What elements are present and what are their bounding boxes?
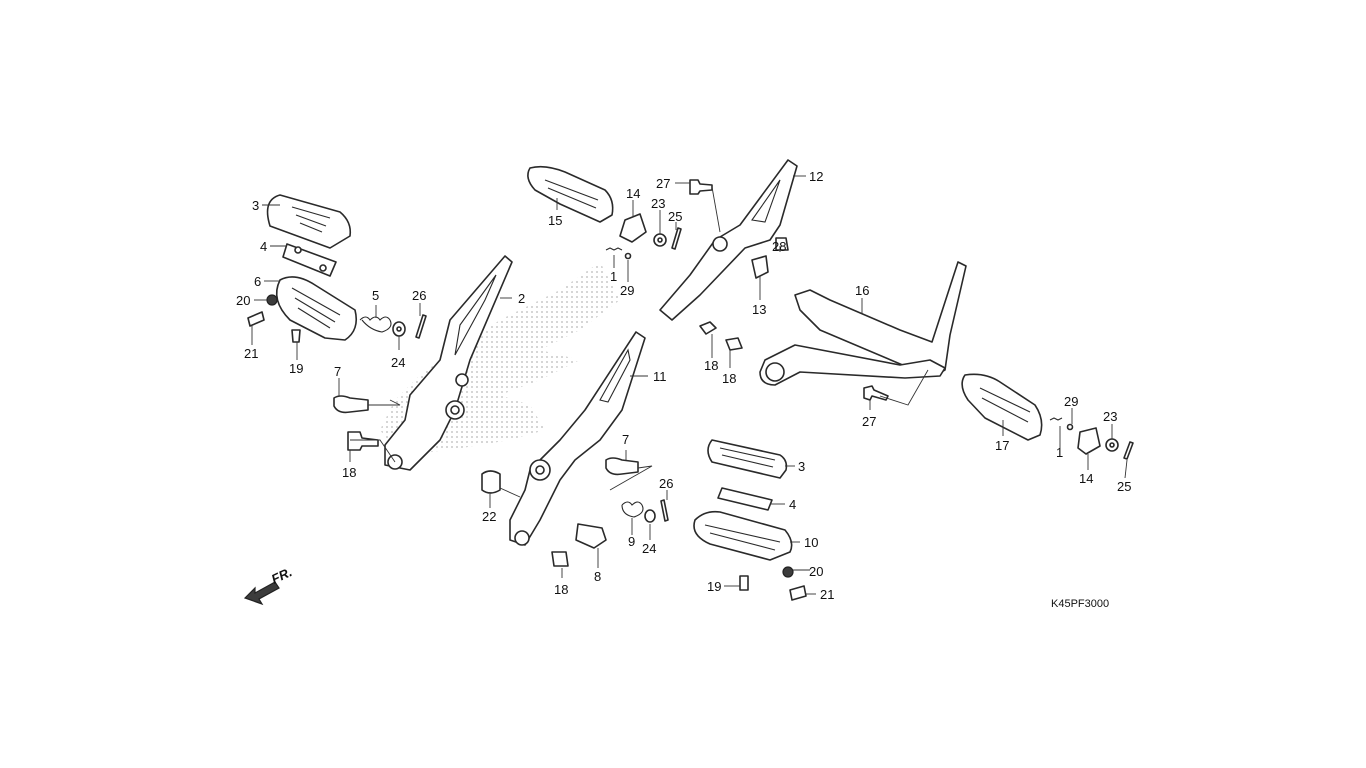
bolts-left: [333, 395, 379, 451]
callout-18: 18: [722, 371, 736, 386]
callout-23: 23: [1103, 409, 1117, 424]
callout-12: 12: [809, 169, 823, 184]
footpeg-arm-right: [759, 261, 967, 386]
callout-16: 16: [855, 283, 869, 298]
footpeg-passenger-right: [961, 373, 1043, 441]
step-holder-right: [659, 159, 798, 321]
callout-21: 21: [820, 587, 834, 602]
callout-28: 28: [772, 239, 786, 254]
callout-27: 27: [656, 176, 670, 191]
callout-23: 23: [651, 196, 665, 211]
callout-2: 2: [518, 291, 525, 306]
footpeg-assembly-lower: [693, 439, 807, 601]
callout-13: 13: [752, 302, 766, 317]
callout-9: 9: [628, 534, 635, 549]
step-bracket-center: [509, 331, 646, 546]
pivot-parts-lower: [481, 457, 669, 567]
callout-17: 17: [995, 438, 1009, 453]
callout-14: 14: [626, 186, 640, 201]
callout-29: 29: [620, 283, 634, 298]
front-direction-label: FR.: [269, 564, 294, 586]
callout-5: 5: [372, 288, 379, 303]
callout-4: 4: [789, 497, 796, 512]
step-bracket-left: [384, 255, 513, 471]
callout-25: 25: [668, 209, 682, 224]
hardware-left-upper: [247, 294, 301, 343]
callout-18: 18: [704, 358, 718, 373]
callout-7: 7: [622, 432, 629, 447]
callout-19: 19: [707, 579, 721, 594]
footpeg-body-left: [275, 276, 358, 341]
callout-27: 27: [862, 414, 876, 429]
exploded-view-drawing: 3 4 6 20 21 19 5 24 26 2 7 18 15 14 23 2…: [236, 159, 1134, 610]
callout-20: 20: [236, 293, 250, 308]
callout-29: 29: [1064, 394, 1078, 409]
footpeg-passenger-center: [527, 165, 614, 223]
callout-21: 21: [244, 346, 258, 361]
callout-19: 19: [289, 361, 303, 376]
leader-lines: [251, 175, 1128, 595]
bolt-27-lower: [863, 385, 889, 401]
callout-8: 8: [594, 569, 601, 584]
detent-parts-center: [605, 213, 682, 260]
callout-4: 4: [260, 239, 267, 254]
callout-20: 20: [809, 564, 823, 579]
callout-26: 26: [412, 288, 426, 303]
callout-1: 1: [1056, 445, 1063, 460]
callout-1: 1: [610, 269, 617, 284]
parts-diagram-panel: 3 4 6 20 21 19 5 24 26 2 7 18 15 14 23 2…: [225, 152, 1141, 620]
callout-24: 24: [391, 355, 405, 370]
callout-labels: 3 4 6 20 21 19 5 24 26 2 7 18 15 14 23 2…: [236, 169, 1131, 602]
callout-10: 10: [804, 535, 818, 550]
callout-18: 18: [554, 582, 568, 597]
callout-3: 3: [252, 198, 259, 213]
bolts-right-middle: [699, 321, 743, 351]
callout-26: 26: [659, 476, 673, 491]
diagram-code: K45PF3000: [1051, 598, 1109, 610]
callout-7: 7: [334, 364, 341, 379]
callout-22: 22: [482, 509, 496, 524]
plate-left: [282, 243, 337, 277]
detent-parts-right: [1049, 417, 1134, 460]
callout-18: 18: [342, 465, 356, 480]
footpeg-rubber-left: [266, 194, 352, 249]
callout-24: 24: [642, 541, 656, 556]
callout-3: 3: [798, 459, 805, 474]
spring-washer-pin-left: [359, 314, 427, 339]
callout-14: 14: [1079, 471, 1093, 486]
callout-11: 11: [653, 369, 667, 384]
callout-15: 15: [548, 213, 562, 228]
front-direction-arrow: [243, 581, 280, 606]
callout-6: 6: [254, 274, 261, 289]
callout-25: 25: [1117, 479, 1131, 494]
bolts-right-top: [689, 179, 789, 279]
